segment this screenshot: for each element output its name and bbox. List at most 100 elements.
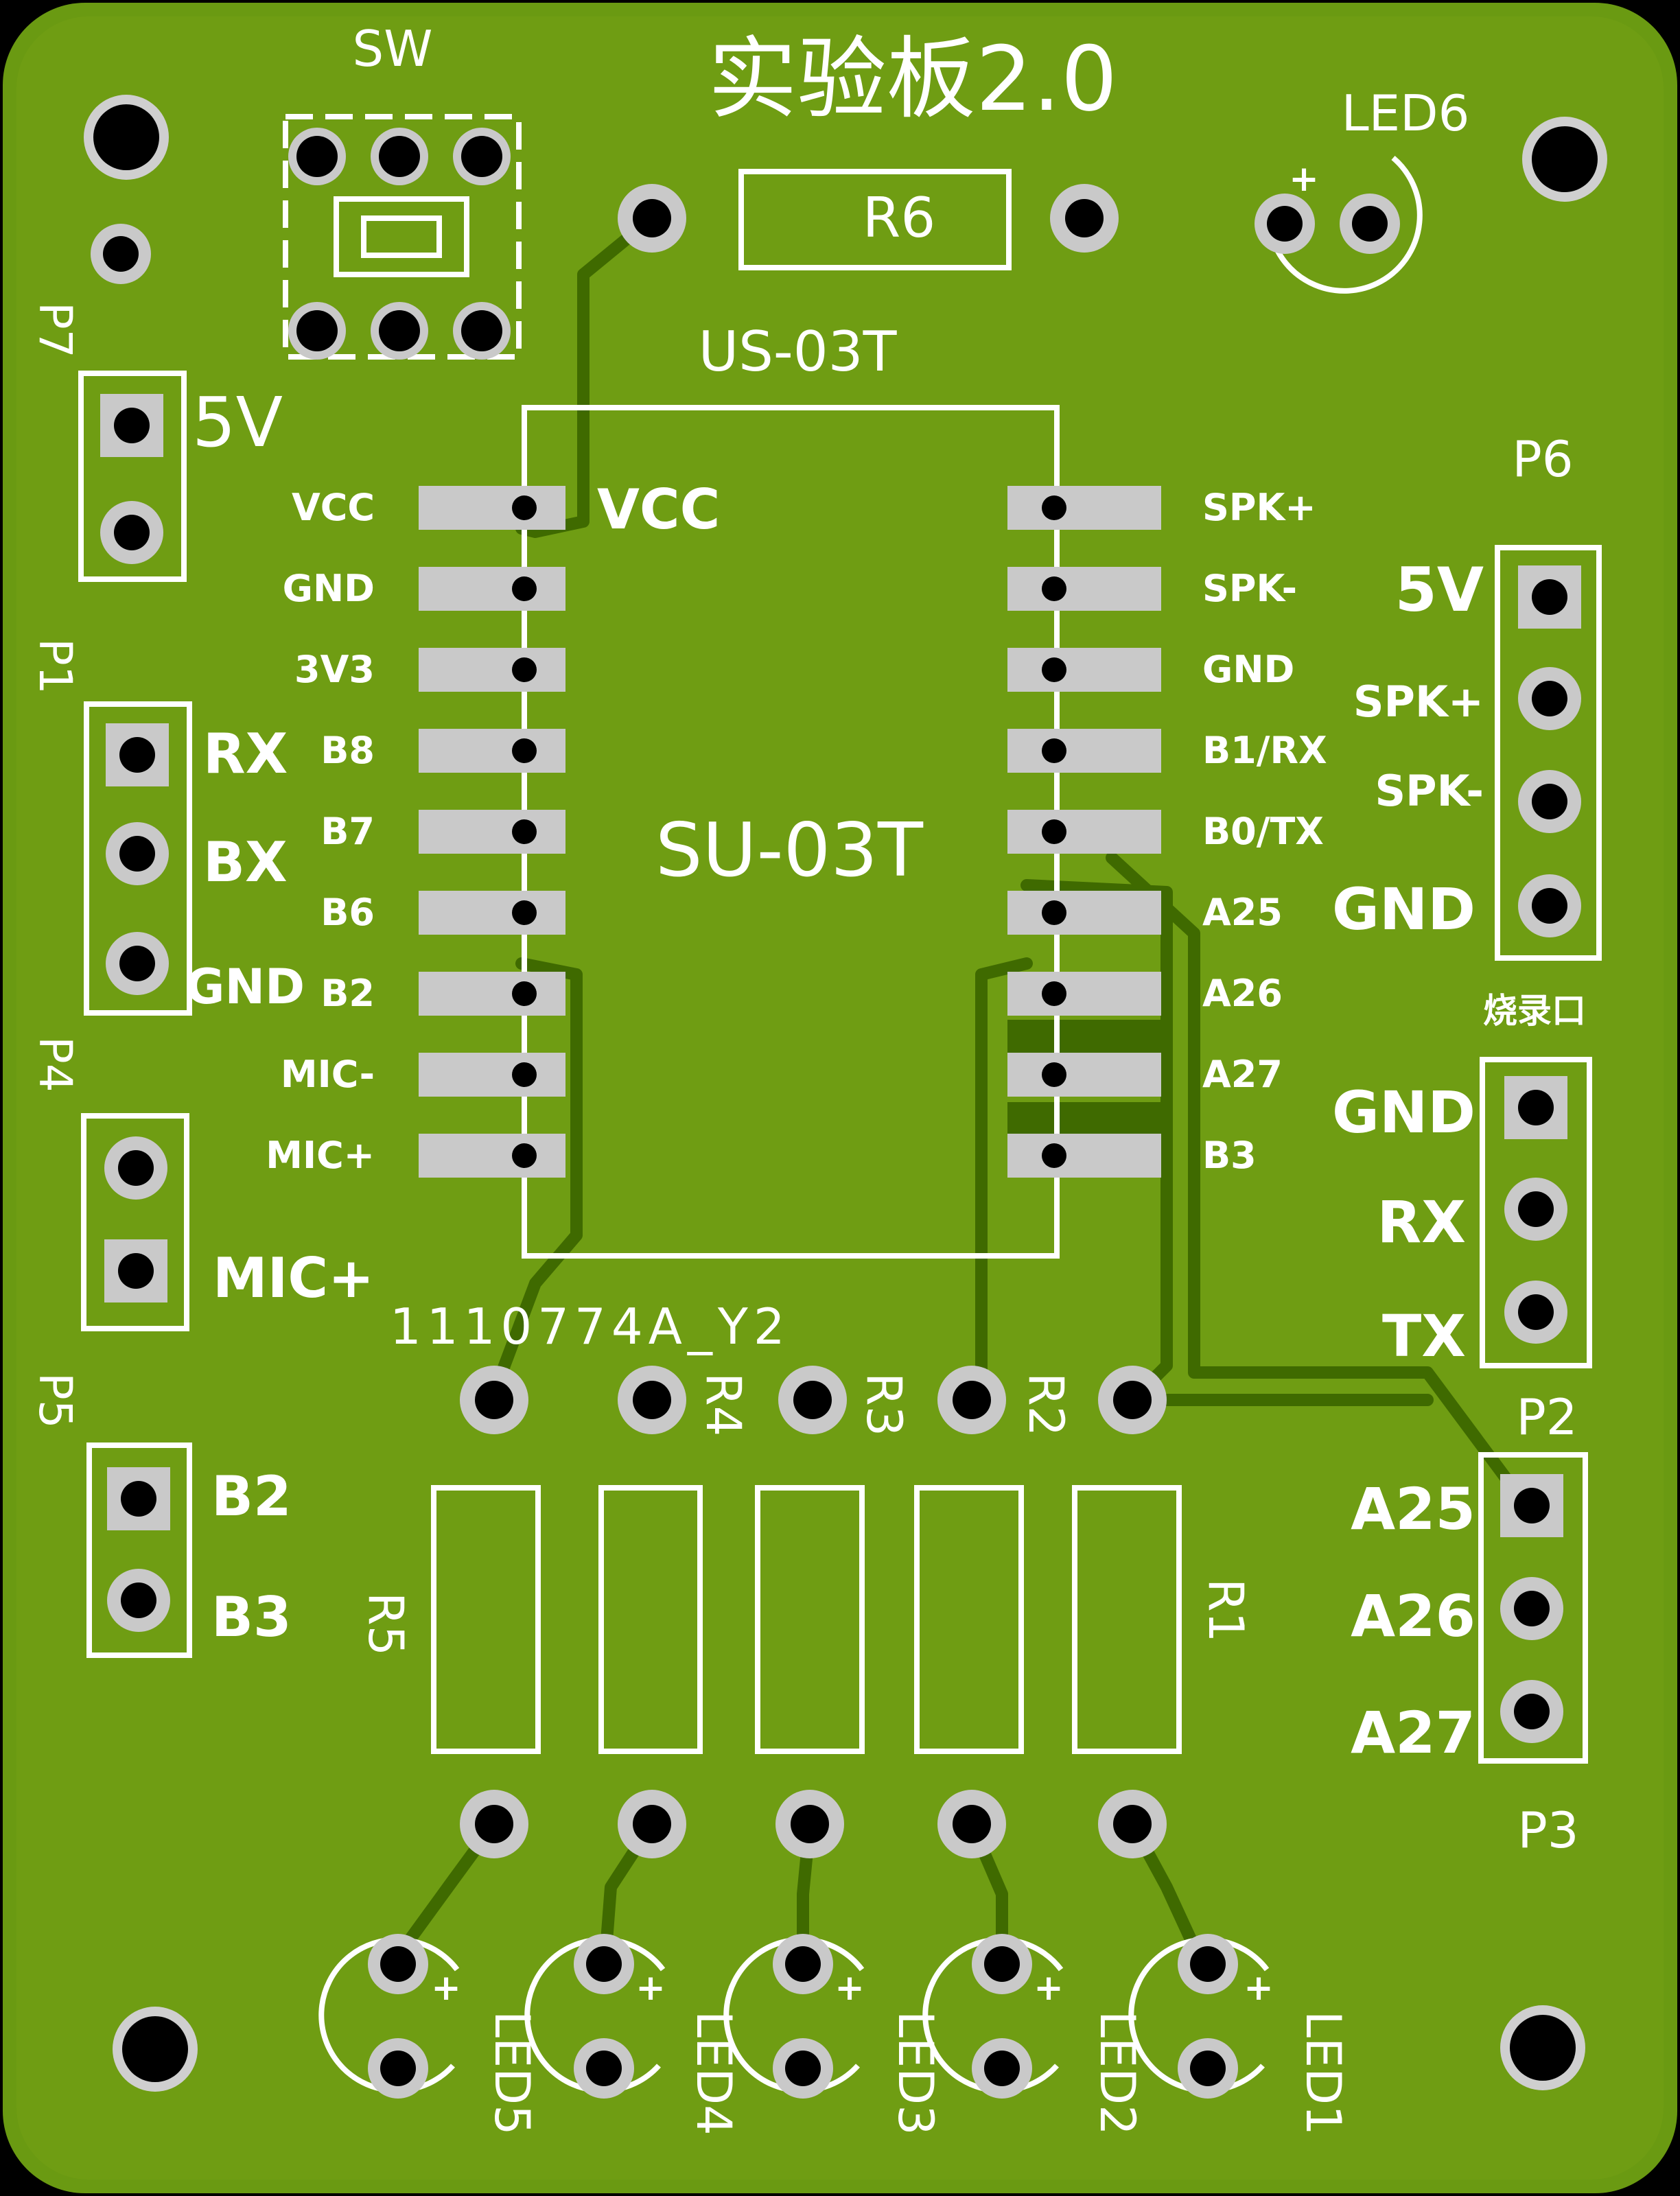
- led3-label: LED3: [887, 2011, 944, 2136]
- module-left-pin-label: MIC+: [266, 1134, 375, 1177]
- r2-label: R2: [1018, 1372, 1074, 1436]
- module-left-pin-label: 3V3: [294, 648, 375, 691]
- mounting-holes: [84, 95, 1607, 2092]
- module-vcc-extra: VCC: [597, 478, 720, 541]
- p7-name: P7: [29, 302, 82, 358]
- module-right-via: [1042, 738, 1066, 763]
- led4-plus: +: [635, 1967, 666, 2009]
- p1-name: P1: [29, 638, 82, 694]
- r3-label: R3: [856, 1372, 912, 1436]
- burn-label-tx: TX: [1382, 1303, 1466, 1370]
- module-right-pin-label: GND: [1202, 648, 1294, 691]
- p1-label-gnd: GND: [185, 959, 305, 1015]
- header-p1: P1 RX BX GND: [29, 638, 305, 1016]
- p5-label-b3: B3: [211, 1585, 292, 1649]
- led6-plus: +: [1289, 159, 1319, 200]
- module-left-via: [512, 576, 537, 601]
- p4-label-micplus: MIC+: [213, 1246, 374, 1310]
- module-right-pin-label: A26: [1202, 972, 1283, 1015]
- module-left-pin-label: B8: [320, 729, 375, 772]
- resistor-r6: R6: [618, 169, 1119, 270]
- module-pins: VCCGND3V3B8B7B6B2MIC-MIC+SPK+SPK-GNDB1/R…: [266, 486, 1327, 1178]
- module-left-pin-label: VCC: [292, 486, 375, 529]
- module-left-via: [512, 981, 537, 1006]
- module-left-pin-label: GND: [283, 567, 375, 610]
- module-left-pad: [419, 891, 565, 935]
- module-right-pad: [1007, 1053, 1161, 1097]
- header-5v: 5V: [78, 371, 283, 582]
- module-left-pad: [419, 486, 565, 530]
- header-p4: P4 MIC+: [29, 1036, 374, 1331]
- p3-name: P3: [1517, 1801, 1578, 1859]
- module-name: SU-03T: [655, 808, 924, 893]
- led1-plus: +: [1244, 1967, 1274, 2009]
- board-title: 实验板2.0: [708, 27, 1118, 131]
- p2-name: P2: [1516, 1388, 1577, 1446]
- p3-label-a25: A25: [1351, 1475, 1475, 1543]
- sw-label: SW: [353, 20, 433, 78]
- module-left-pin-label: B2: [320, 972, 375, 1015]
- module-right-via: [1042, 576, 1066, 601]
- led-3: + LED3: [723, 1934, 944, 2136]
- module-right-pin-label: B0/TX: [1202, 810, 1324, 853]
- burn-label-rx: RX: [1377, 1189, 1466, 1256]
- module-left-via: [512, 495, 537, 520]
- led5-label: LED5: [484, 2011, 540, 2136]
- board-substrate: [16, 16, 1664, 2180]
- module-silk-top: US-03T: [699, 320, 898, 384]
- module-right-pad: [1007, 1134, 1161, 1178]
- module-left-pad: [419, 648, 565, 692]
- module-right-pad: [1007, 729, 1161, 773]
- r1-label: R1: [1198, 1578, 1254, 1642]
- header-p6: P6 5V SPK+ SPK- GND: [1332, 430, 1602, 961]
- p6-name: P6: [1512, 430, 1573, 488]
- led-2: + LED2: [922, 1934, 1145, 2136]
- module-left-pad: [419, 1053, 565, 1097]
- p4-name: P4: [29, 1036, 82, 1093]
- module-left-via: [512, 1062, 537, 1087]
- p5-label-b2: B2: [211, 1464, 292, 1528]
- module-left-pad: [419, 729, 565, 773]
- module-right-pin-label: B1/RX: [1202, 729, 1327, 772]
- module-right-via: [1042, 657, 1066, 682]
- module-left-via: [512, 900, 537, 925]
- module-left-pin-label: B7: [320, 810, 375, 853]
- p6-label-spkminus: SPK-: [1375, 766, 1484, 816]
- led3-plus: +: [835, 1967, 865, 2009]
- led2-label: LED2: [1089, 2011, 1145, 2136]
- module-right-via: [1042, 981, 1066, 1006]
- p3-label-a27: A27: [1351, 1699, 1475, 1766]
- 5v-label: 5V: [192, 382, 283, 463]
- led-row: + LED5 + LED4 + LED3 + LED2: [318, 1934, 1351, 2136]
- module-right-pin-label: A25: [1202, 891, 1283, 934]
- module-right-pin-label: SPK+: [1202, 486, 1316, 529]
- board-code: 1110774A_Y2: [390, 1298, 791, 1355]
- header-burn-port: 烧录口 GND RX TX: [1332, 991, 1592, 1370]
- p1-label-bx: BX: [203, 830, 288, 894]
- p6-label-5v: 5V: [1395, 554, 1484, 625]
- module-right-pad: [1007, 810, 1161, 854]
- module-right-pad: [1007, 972, 1161, 1016]
- burn-label-gnd: GND: [1332, 1079, 1475, 1146]
- led-1: + LED1: [1128, 1934, 1351, 2136]
- p3-label-a26: A26: [1351, 1582, 1475, 1650]
- module-left-pin-label: B6: [320, 891, 375, 934]
- p1-label-rx: RX: [203, 722, 288, 786]
- led6-label: LED6: [1342, 84, 1470, 142]
- module-right-pad: [1007, 486, 1161, 530]
- header-p2-p3: P2 A25 A26 A27 P3: [1351, 1388, 1588, 1859]
- led4-label: LED4: [686, 2011, 742, 2136]
- burn-title: 烧录口: [1483, 991, 1586, 1031]
- r6-label: R6: [863, 186, 935, 250]
- module-left-pad: [419, 972, 565, 1016]
- p5-name: P5: [29, 1372, 82, 1429]
- module-right-via: [1042, 900, 1066, 925]
- led1-label: LED1: [1295, 2011, 1351, 2136]
- module-right-via: [1042, 819, 1066, 844]
- module-left-via: [512, 1143, 537, 1168]
- r5-label: R5: [358, 1592, 414, 1656]
- p6-label-gnd: GND: [1332, 876, 1475, 943]
- module-right-pad: [1007, 891, 1161, 935]
- resistor-row: R4 R3 R2 R1 R5: [358, 1366, 1254, 1858]
